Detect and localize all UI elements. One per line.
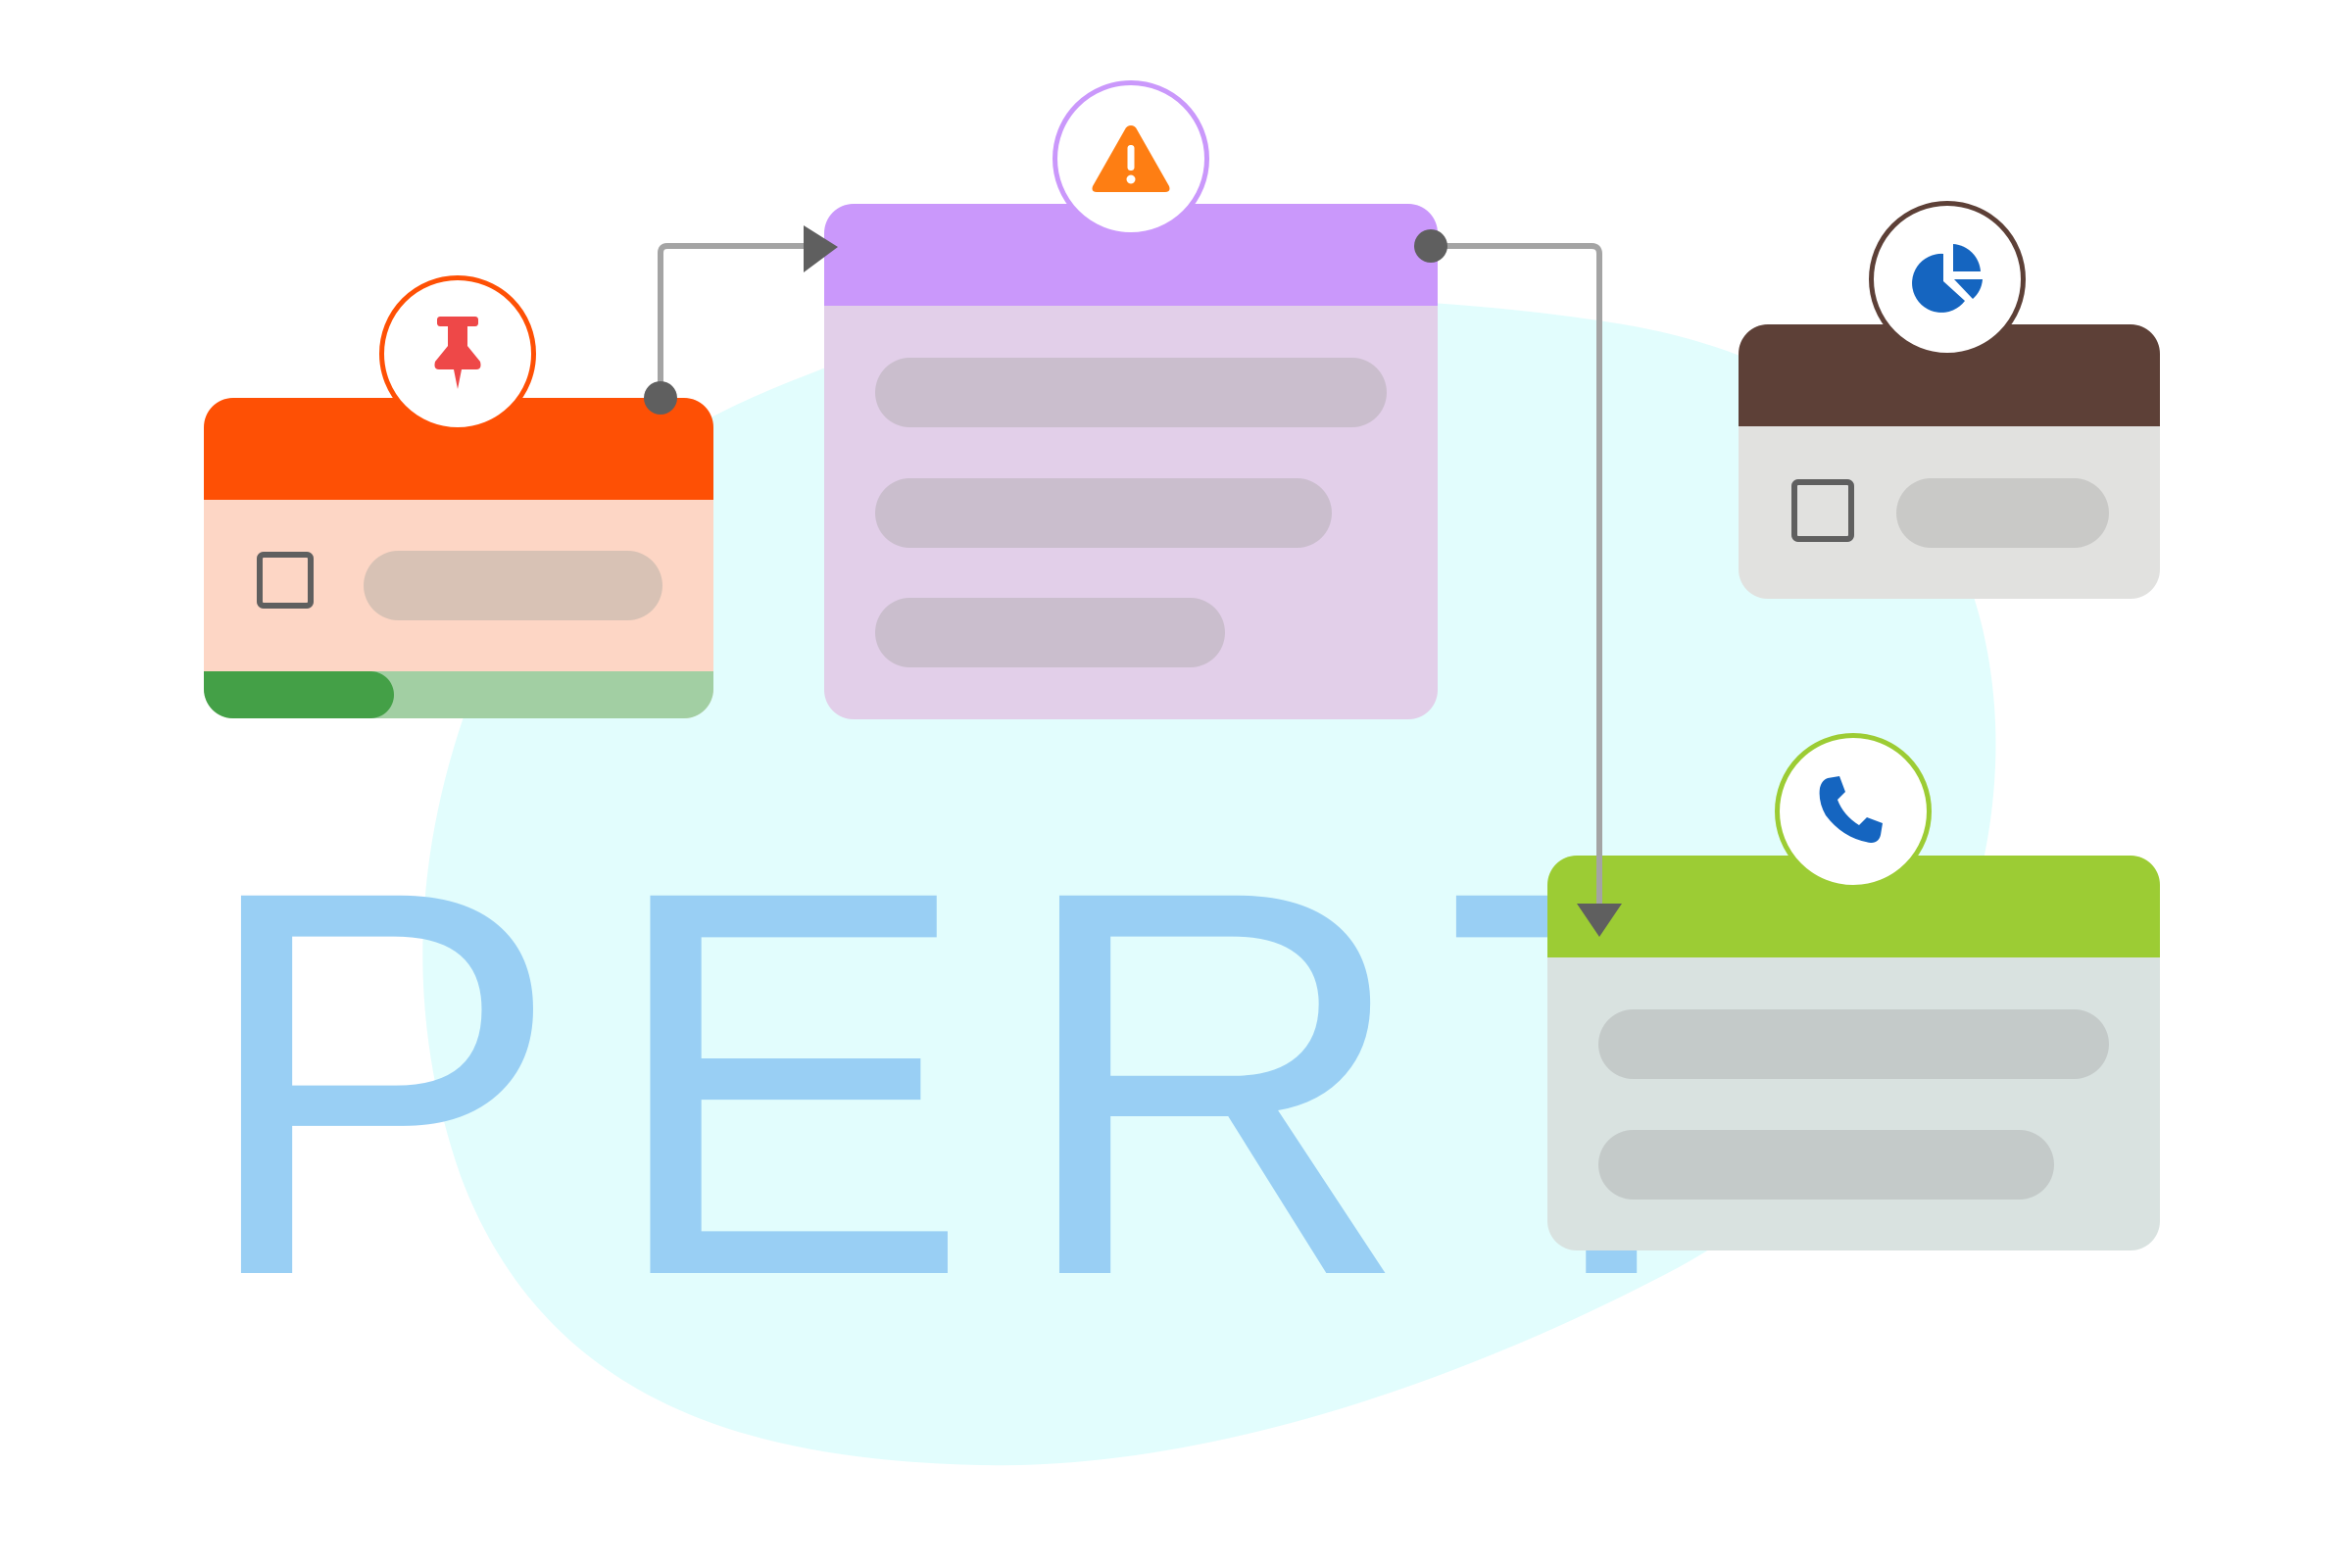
- task-text-placeholder: [364, 551, 662, 620]
- pushpin-icon: [434, 317, 481, 389]
- progress-fill: [204, 671, 394, 718]
- task-card-1[interactable]: [204, 398, 713, 718]
- task-card-3[interactable]: [1739, 324, 2160, 599]
- task-checkbox[interactable]: [257, 552, 314, 609]
- task-badge-4: [1775, 733, 1932, 890]
- phone-icon: [1819, 776, 1883, 843]
- task-checkbox[interactable]: [1791, 479, 1854, 542]
- task-text-placeholder: [1598, 1130, 2054, 1200]
- task-badge-3: [1869, 201, 2026, 358]
- warning-icon: [1092, 125, 1170, 192]
- task-text-placeholder: [1598, 1009, 2109, 1079]
- task-card-4[interactable]: [1547, 856, 2160, 1250]
- task-badge-2: [1053, 80, 1209, 237]
- task-text-placeholder: [875, 358, 1387, 427]
- task-text-placeholder: [875, 478, 1332, 548]
- task-text-placeholder: [875, 598, 1225, 667]
- task-badge-1: [379, 275, 536, 432]
- task-card-body: [1547, 957, 2160, 1250]
- task-card-2[interactable]: [824, 204, 1438, 719]
- task-text-placeholder: [1896, 478, 2109, 548]
- pie-chart-icon: [1912, 244, 1983, 313]
